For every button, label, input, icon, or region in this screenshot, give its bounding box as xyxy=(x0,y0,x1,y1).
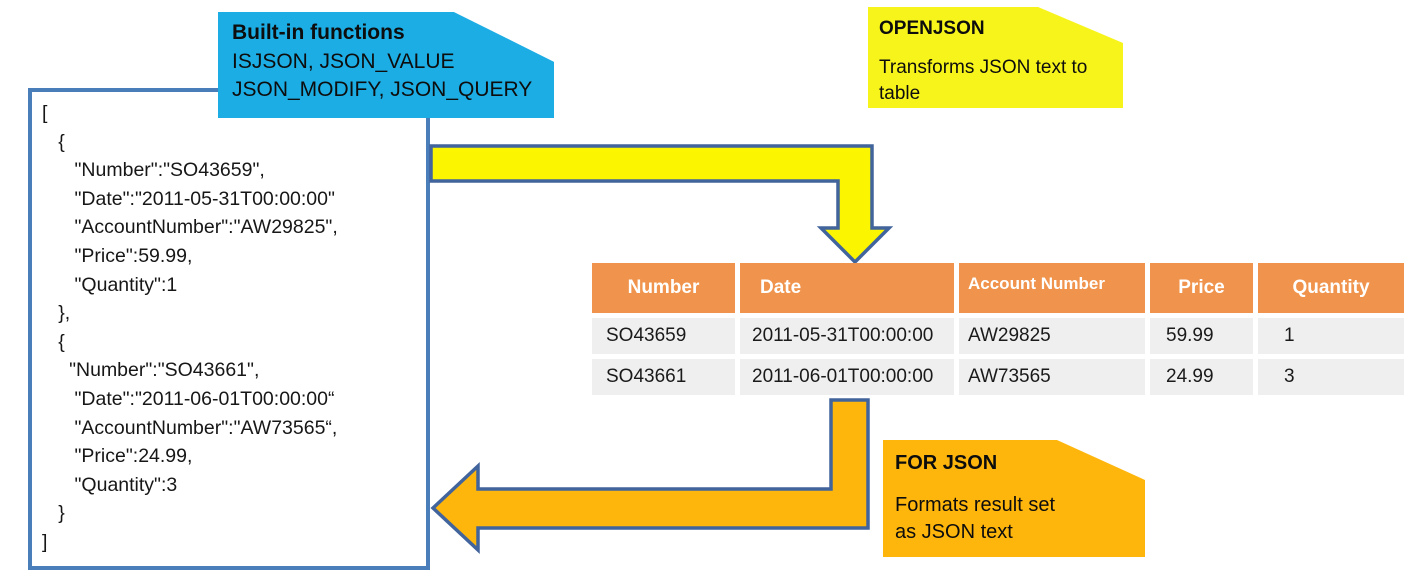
json-line: "AccountNumber":"AW73565“, xyxy=(42,416,338,439)
json-line: "Number":"SO43661", xyxy=(42,359,260,382)
openjson-description-line1: Transforms JSON text to xyxy=(879,57,1088,78)
json-line: "Price":59.99, xyxy=(42,244,193,267)
builtin-functions-line1: ISJSON, JSON_VALUE xyxy=(232,49,455,73)
json-line: "AccountNumber":"AW29825", xyxy=(42,216,338,239)
json-line: } xyxy=(42,502,65,525)
table-cell: 3 xyxy=(1258,359,1404,395)
table-cell: SO43661 xyxy=(592,359,735,395)
forjson-arrow xyxy=(430,398,870,555)
json-text-panel: [ { "Number":"SO43659", "Date":"2011-05-… xyxy=(28,88,430,570)
table-cell: 24.99 xyxy=(1150,359,1253,395)
table-cell: SO43659 xyxy=(592,318,735,354)
forjson-callout: FOR JSON Formats result set as JSON text xyxy=(883,440,1145,557)
column-header-quantity: Quantity xyxy=(1258,263,1404,313)
builtin-functions-line2: JSON_MODIFY, JSON_QUERY xyxy=(232,78,533,102)
openjson-arrow xyxy=(429,144,894,265)
table-cell: 59.99 xyxy=(1150,318,1253,354)
json-line: ] xyxy=(42,530,48,553)
json-line: "Date":"2011-05-31T00:00:00" xyxy=(42,187,335,210)
json-line: "Quantity":3 xyxy=(42,473,178,496)
column-header-price: Price xyxy=(1150,263,1253,313)
builtin-functions-callout: Built-in functions ISJSON, JSON_VALUE JS… xyxy=(218,12,554,118)
forjson-description-line2: as JSON text xyxy=(895,521,1013,543)
result-table: Number Date Account Number Price Quantit… xyxy=(592,263,1404,395)
openjson-callout: OPENJSON Transforms JSON text to table xyxy=(868,7,1123,108)
json-line: [ xyxy=(42,102,48,124)
json-line: "Date":"2011-06-01T00:00:00“ xyxy=(42,387,335,410)
table-cell: 2011-06-01T00:00:00 xyxy=(740,359,954,395)
forjson-description-line1: Formats result set xyxy=(895,494,1056,516)
json-line: "Number":"SO43659", xyxy=(42,159,265,182)
column-header-account-number: Account Number xyxy=(959,263,1145,313)
forjson-title: FOR JSON xyxy=(895,452,998,474)
table-cell: AW29825 xyxy=(959,318,1145,354)
builtin-functions-title: Built-in functions xyxy=(232,21,405,44)
openjson-description-line2: table xyxy=(879,83,921,104)
json-line: "Price":24.99, xyxy=(42,445,193,468)
json-line: { xyxy=(42,130,65,153)
column-header-date: Date xyxy=(740,263,954,313)
table-cell: 1 xyxy=(1258,318,1404,354)
table-cell: AW73565 xyxy=(959,359,1145,395)
column-header-number: Number xyxy=(592,263,735,313)
json-line: "Quantity":1 xyxy=(42,273,178,296)
json-line: { xyxy=(42,330,65,353)
json-line: }, xyxy=(42,302,71,325)
table-cell: 2011-05-31T00:00:00 xyxy=(740,318,954,354)
openjson-title: OPENJSON xyxy=(879,18,985,39)
